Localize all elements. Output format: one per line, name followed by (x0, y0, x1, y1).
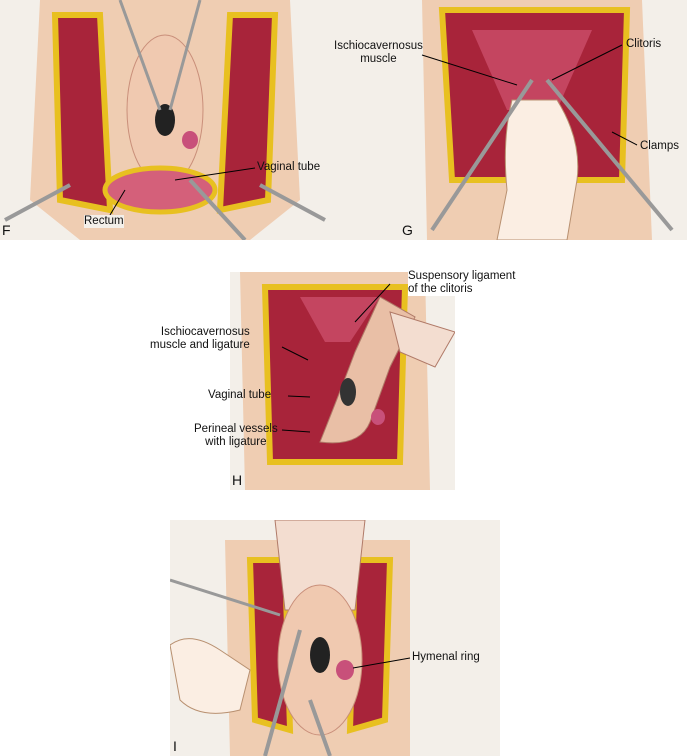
label-line: muscle and ligature (150, 339, 250, 351)
label-clamps: Clamps (640, 140, 679, 152)
panel-f: Vaginal tube Rectum F (0, 0, 332, 240)
panel-letter-h: H (232, 472, 243, 488)
label-line: Perineal vessels (194, 423, 278, 435)
label-vaginal-tube: Vaginal tube (257, 161, 321, 173)
label-clitoris: Clitoris (626, 38, 662, 50)
panel-letter-g: G (402, 222, 413, 238)
panel-f-illustration (4, 0, 326, 240)
panel-letter-f: F (2, 222, 11, 238)
panel-i-illustration (170, 520, 411, 756)
label-suspensory-ligament: Suspensory ligament of the clitoris (408, 270, 516, 296)
label-ischiocavernosus-muscle: Ischiocavernosus muscle (334, 40, 423, 66)
panel-letter-i: I (173, 738, 177, 754)
label-line: with ligature (205, 436, 267, 448)
panel-h: H (230, 272, 455, 490)
label-line: Ischiocavernosus (160, 326, 250, 338)
panel-h-illustration (240, 272, 455, 490)
label-perineal-vessels: Perineal vessels with ligature (194, 423, 278, 449)
label-ischiocavernosus-ligature: Ischiocavernosus muscle and ligature (150, 326, 250, 352)
label-rectum: Rectum (84, 215, 124, 228)
panel-g: Ischiocavernosus muscle Clitoris Clamps … (332, 0, 687, 240)
label-hymenal-ring: Hymenal ring (412, 651, 480, 663)
panel-g-illustration (421, 0, 674, 240)
label-line: Suspensory ligament (408, 270, 516, 282)
label-vaginal-tube-h: Vaginal tube (208, 389, 272, 401)
panel-i: I (170, 520, 500, 756)
label-line: muscle (360, 53, 397, 65)
label-line: Ischiocavernosus (334, 40, 423, 52)
label-line: of the clitoris (408, 283, 473, 295)
